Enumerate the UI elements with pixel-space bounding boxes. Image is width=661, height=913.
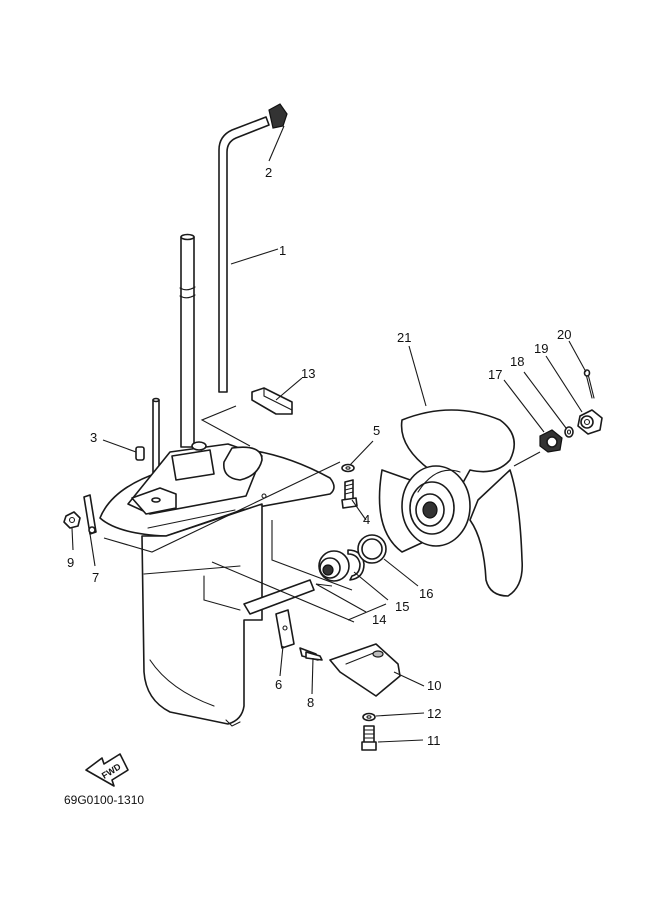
callout-12: 12 (427, 706, 441, 721)
o-ring (357, 534, 387, 564)
seal-plate (251, 387, 293, 415)
callout-10: 10 (427, 678, 441, 693)
trim-tab-anode (329, 643, 401, 697)
fwd-arrow: FWD (85, 753, 129, 787)
drawing-code: 69G0100-1310 (64, 793, 144, 807)
callout-19: 19 (534, 341, 548, 356)
callout-6: 6 (275, 677, 282, 692)
callout-4: 4 (363, 512, 370, 527)
callout-14: 14 (372, 612, 386, 627)
washer-17 (539, 429, 563, 453)
callout-18: 18 (510, 354, 524, 369)
thrust-washer (318, 550, 350, 582)
callout-11: 11 (427, 733, 441, 748)
grommet (268, 103, 288, 129)
clip-7 (83, 494, 97, 535)
callout-8: 8 (307, 695, 314, 710)
drive-shaft (179, 233, 196, 448)
callout-21: 21 (397, 330, 411, 345)
propeller (378, 409, 524, 597)
washer-12 (362, 712, 376, 722)
callout-9: 9 (67, 555, 74, 570)
washer-18 (564, 426, 574, 438)
callout-3: 3 (90, 430, 97, 445)
callout-13: 13 (301, 366, 315, 381)
bolt-4 (341, 479, 358, 509)
leader-lines (71, 125, 587, 743)
callout-17: 17 (488, 367, 502, 382)
propeller-nut (577, 409, 603, 435)
water-tube (218, 116, 270, 393)
cotter-pin (583, 369, 595, 399)
clip-6 (275, 609, 295, 649)
callouts: 1 2 3 4 5 6 7 8 9 10 11 12 13 14 15 16 1… (67, 165, 571, 748)
washer-5 (341, 463, 355, 473)
callout-1: 1 (279, 243, 286, 258)
callout-20: 20 (557, 327, 571, 342)
callout-5: 5 (373, 423, 380, 438)
lower-case-housing (99, 441, 335, 727)
nut-9 (63, 511, 81, 529)
bolt-8 (299, 647, 323, 661)
dowel-pin (135, 446, 145, 461)
bolt-11 (361, 725, 377, 751)
callout-16: 16 (419, 586, 433, 601)
callout-2: 2 (265, 165, 272, 180)
callout-15: 15 (395, 599, 409, 614)
callout-7: 7 (92, 570, 99, 585)
